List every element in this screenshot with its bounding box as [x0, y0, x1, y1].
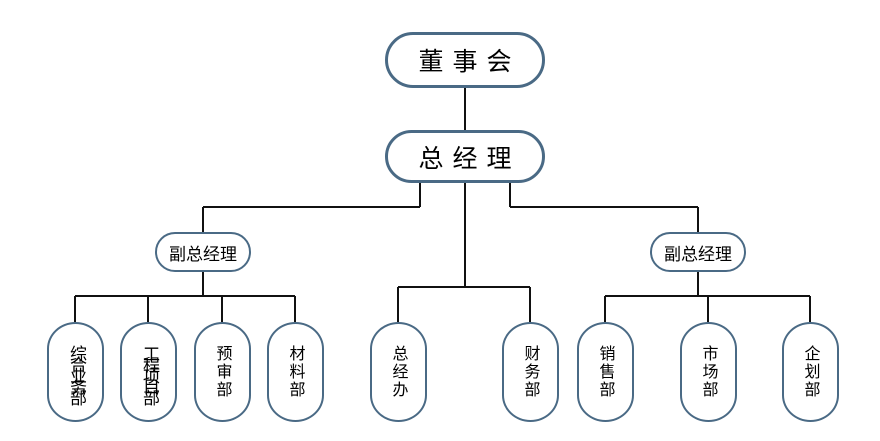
node-general-manager-label: 总经理	[418, 143, 521, 173]
node-dept-pre-audit[interactable]: 预审部	[194, 322, 251, 422]
node-dept-materials-label: 材料部	[286, 345, 306, 399]
node-dept-sales-label: 销售部	[596, 345, 616, 399]
node-board[interactable]: 董事会	[385, 32, 545, 88]
node-deputy-gm-right-label: 副总经理	[664, 244, 732, 265]
node-deputy-gm-left-label: 副总经理	[169, 244, 237, 265]
node-board-label: 董事会	[418, 47, 521, 76]
node-deputy-gm-right[interactable]: 副总经理	[650, 232, 746, 272]
node-dept-planning-label: 企划部	[801, 345, 821, 399]
node-dept-finance-label: 财务部	[521, 345, 541, 399]
node-dept-comprehensive-business[interactable]: 综合业务部	[47, 322, 104, 422]
node-dept-marketing[interactable]: 市场部	[680, 322, 737, 422]
node-deputy-gm-left[interactable]: 副总经理	[155, 232, 251, 272]
node-dept-planning[interactable]: 企划部	[782, 322, 839, 422]
node-dept-engineering-project-label: 工程项目部	[139, 344, 159, 400]
node-general-manager[interactable]: 总经理	[385, 130, 545, 183]
node-dept-gm-office[interactable]: 总经办	[370, 322, 427, 422]
node-dept-sales[interactable]: 销售部	[577, 322, 634, 422]
node-dept-pre-audit-label: 预审部	[213, 345, 233, 399]
node-dept-marketing-label: 市场部	[699, 345, 719, 399]
node-dept-engineering-project[interactable]: 工程项目部	[120, 322, 177, 422]
node-dept-comprehensive-business-label: 综合业务部	[66, 344, 86, 400]
node-dept-finance[interactable]: 财务部	[502, 322, 559, 422]
node-dept-materials[interactable]: 材料部	[267, 322, 324, 422]
node-dept-gm-office-label: 总经办	[389, 345, 409, 399]
